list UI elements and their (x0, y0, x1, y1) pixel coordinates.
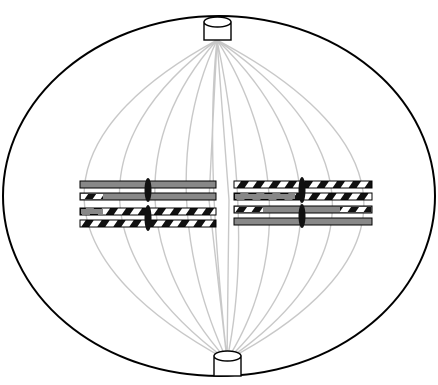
centromere-right-top (299, 177, 306, 203)
bottom-centrosome (214, 351, 241, 376)
centromere-left-bottom (145, 205, 152, 231)
chromosome-left-2-patch (81, 194, 103, 199)
top-centrosome (204, 17, 231, 40)
chromosome-group-left (80, 178, 216, 231)
chromosome-right-3-patch-a (235, 207, 263, 212)
spindle-fiber (217, 40, 229, 360)
chromosome-group-right (234, 177, 372, 228)
chromosome-right-2-solid (235, 194, 295, 199)
chromosome-right-3-patch-b (340, 207, 371, 212)
centromere-left-top (145, 178, 152, 202)
chromosome-left-3-solid (81, 209, 103, 214)
centromere-right-bottom (299, 204, 306, 228)
